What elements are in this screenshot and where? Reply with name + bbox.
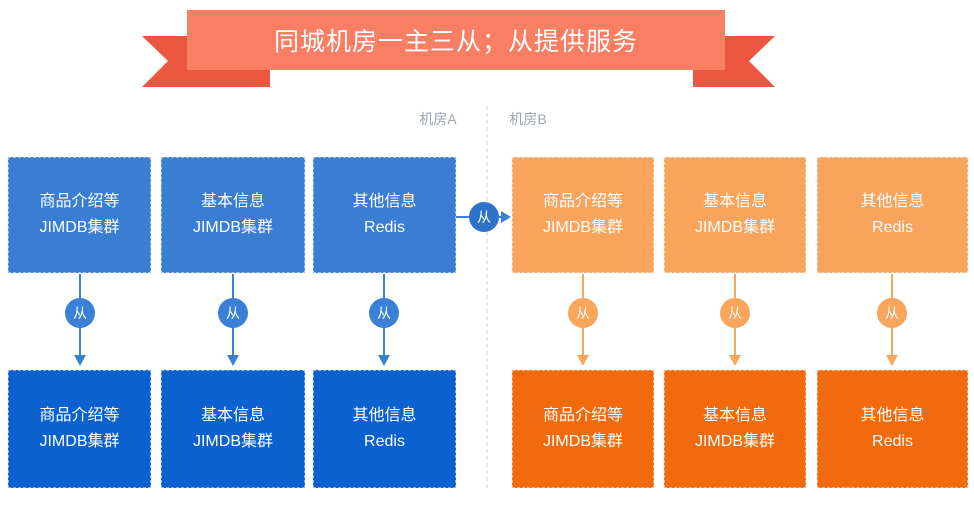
arrowhead-icon (227, 355, 239, 366)
box-a-master-product-intro: 商品介绍等 JIMDB集群 (8, 157, 151, 273)
box-line1: 商品介绍等 (39, 193, 120, 210)
ribbon-banner (187, 10, 725, 70)
arrowhead-icon (74, 355, 86, 366)
box-line2: JIMDB集群 (39, 219, 120, 236)
slave-badge-circle (568, 298, 598, 328)
arrowhead-icon (886, 355, 898, 366)
box-b-slave-basic-info: 基本信息 JIMDB集群 (664, 370, 806, 488)
box-line1: 商品介绍等 (542, 193, 623, 210)
box-line1: 基本信息 (200, 193, 265, 210)
box-line1: 基本信息 (200, 407, 265, 424)
replication-connector-b3: 从 (877, 274, 907, 366)
box-b-master-other-info: 其他信息 Redis (817, 157, 968, 273)
box-line2: JIMDB集群 (192, 433, 273, 450)
box-b-master-basic-info: 基本信息 JIMDB集群 (664, 157, 806, 273)
box-line1: 基本信息 (702, 407, 767, 424)
box-line2: Redis (364, 219, 405, 236)
slave-badge-circle (469, 202, 499, 232)
zone-label-b: 机房B (509, 111, 547, 127)
central-replication-connector: 从 (456, 202, 511, 232)
slave-badge-label: 从 (226, 305, 240, 321)
box-b-slave-product-intro: 商品介绍等 JIMDB集群 (512, 370, 654, 488)
box-a-slave-basic-info: 基本信息 JIMDB集群 (161, 370, 305, 488)
box-line2: JIMDB集群 (542, 433, 623, 450)
box-line1: 其他信息 (352, 193, 417, 210)
slave-badge-circle (218, 298, 248, 328)
slave-badge-label: 从 (728, 305, 742, 321)
box-a-slave-product-intro: 商品介绍等 JIMDB集群 (8, 370, 151, 488)
box-line1: 其他信息 (352, 407, 417, 424)
replication-connector-a2: 从 (218, 274, 248, 366)
replication-connector-b1: 从 (568, 274, 598, 366)
slave-badge-circle (720, 298, 750, 328)
box-line2: JIMDB集群 (694, 219, 775, 236)
slave-badge-label: 从 (477, 209, 491, 225)
box-line2: Redis (872, 219, 913, 236)
box-a-master-other-info: 其他信息 Redis (313, 157, 456, 273)
box-line2: JIMDB集群 (694, 433, 775, 450)
replication-connector-b2: 从 (720, 274, 750, 366)
slave-badge-circle (65, 298, 95, 328)
box-line1: 其他信息 (860, 193, 925, 210)
box-line1: 商品介绍等 (39, 407, 120, 424)
box-line1: 基本信息 (702, 193, 767, 210)
zone-label-a: 机房A (419, 111, 457, 127)
arrowhead-icon (577, 355, 589, 366)
slave-badge-label: 从 (377, 305, 391, 321)
box-b-slave-other-info: 其他信息 Redis (817, 370, 968, 488)
slave-badge-circle (877, 298, 907, 328)
arrowhead-icon (729, 355, 741, 366)
slave-badge-label: 从 (73, 305, 87, 321)
box-line2: Redis (364, 433, 405, 450)
arrowhead-icon (378, 355, 390, 366)
replication-connector-a3: 从 (369, 274, 399, 366)
box-line2: Redis (872, 433, 913, 450)
box-line2: JIMDB集群 (192, 219, 273, 236)
arrowhead-icon (501, 211, 511, 223)
box-line2: JIMDB集群 (542, 219, 623, 236)
box-line1: 商品介绍等 (542, 407, 623, 424)
box-a-slave-other-info: 其他信息 Redis (313, 370, 456, 488)
slave-badge-circle (369, 298, 399, 328)
replication-connector-a1: 从 (65, 274, 95, 366)
box-b-master-product-intro: 商品介绍等 JIMDB集群 (512, 157, 654, 273)
box-a-master-basic-info: 基本信息 JIMDB集群 (161, 157, 305, 273)
slave-badge-label: 从 (885, 305, 899, 321)
box-line1: 其他信息 (860, 407, 925, 424)
banner-title: 同城机房一主三从；从提供服务 (273, 28, 638, 56)
box-line2: JIMDB集群 (39, 433, 120, 450)
slave-badge-label: 从 (576, 305, 590, 321)
